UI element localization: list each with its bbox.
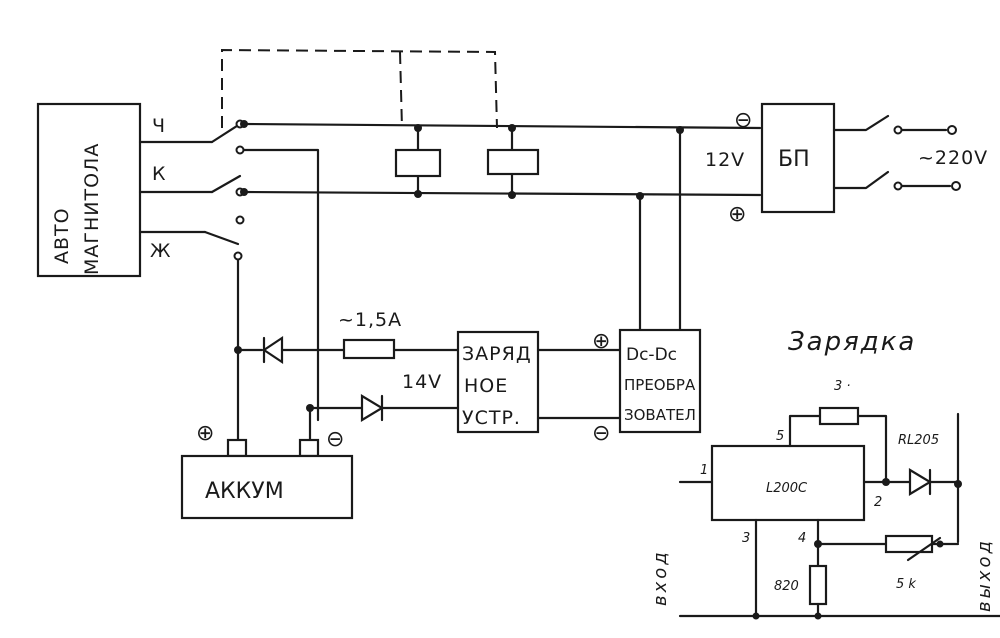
relay-coil-2 (486, 148, 540, 176)
junction-dot (414, 124, 422, 132)
diode-upper (262, 335, 284, 365)
mains-label: ~220V (918, 147, 988, 169)
dcdc-plus-sign: ⊕ (592, 329, 610, 354)
switch-3-lever (203, 230, 240, 246)
wire-switch1-to-charger (242, 148, 320, 422)
pot-label: 5 k (896, 577, 916, 592)
psu-minus-sign: ⊖ (734, 108, 752, 133)
car-radio-block (36, 102, 142, 278)
pin5-label: 5 (776, 429, 784, 444)
radio-pin-zh-label: Ж (150, 240, 171, 262)
battery-minus-sign: ⊖ (326, 427, 344, 452)
relay-coil-1 (394, 148, 442, 178)
battery-plus-sign: ⊕ (196, 421, 214, 446)
potentiometer (884, 534, 934, 554)
resistor-820 (808, 564, 828, 606)
radio-pin-k-label: К (152, 163, 167, 185)
battery-plus-terminal (226, 438, 248, 458)
wire-sense-to-out (856, 414, 888, 484)
pin1-label: 1 (700, 463, 708, 478)
charger-label-line3: УСТР. (462, 407, 521, 429)
radio-pin-ch-label: Ч (152, 115, 166, 137)
junction-dot (508, 191, 516, 199)
output-label: выход (974, 538, 995, 612)
potentiometer-wiper (906, 536, 942, 562)
charger-subtitle: Зарядка (788, 327, 916, 357)
junction-dot (882, 478, 890, 486)
battery-label: АККУМ (205, 479, 284, 504)
radio-label-line1: АВТО (51, 207, 73, 264)
charger-label-line1: ЗАРЯД (462, 343, 532, 365)
dcdc-minus-sign: ⊖ (592, 421, 610, 446)
mains-switch-bottom (832, 170, 890, 190)
mains-terminal-bottom (951, 181, 961, 191)
junction-dot (508, 124, 516, 132)
mains-switch-top (832, 114, 890, 132)
psu-plus-sign: ⊕ (728, 202, 746, 227)
relay-mechanical-link-2 (399, 51, 403, 129)
output-diode (908, 468, 933, 496)
battery-minus-terminal (298, 438, 320, 458)
input-label: вход (650, 549, 671, 606)
radio-label-line2: МАГНИТОЛА (81, 143, 103, 275)
switch-2-lever (210, 174, 242, 194)
pin3-label: 3 (742, 531, 750, 546)
fuse (342, 338, 396, 360)
charge-voltage-label: 14V (402, 371, 442, 393)
wire-second-bus (242, 190, 762, 197)
fuse-rating-label: ~1,5A (338, 309, 402, 331)
pin4-label: 4 (798, 531, 806, 546)
junction-dot (814, 612, 822, 620)
charger-block (456, 330, 540, 434)
psu-block (760, 102, 836, 214)
resistor-820-label: 820 (774, 579, 799, 594)
switch-3-contact (233, 251, 243, 261)
dcdc-label-line1: Dc-Dc (626, 345, 677, 365)
ic-label: L200C (766, 481, 808, 496)
diode-label: RL205 (898, 433, 939, 448)
psu-voltage-label: 12V (705, 149, 745, 171)
switch-1-contact-bottom (235, 145, 245, 155)
relay-mechanical-link (221, 48, 498, 129)
wire-pin5 (788, 414, 822, 448)
wire-top-bus (242, 122, 762, 130)
mains-terminal-top (947, 125, 957, 135)
psu-label: БП (778, 147, 810, 172)
dcdc-label-line2: ПРЕОБРА (624, 376, 696, 394)
junction-dot (936, 540, 944, 548)
diode-lower (360, 394, 385, 422)
charger-label-line2: НОЕ (464, 375, 508, 397)
switch-2-contact-bottom (235, 215, 245, 225)
pin2-label: 2 (874, 495, 882, 510)
ic-l200c (710, 444, 866, 522)
mains-contact (893, 181, 903, 191)
junction-dot (752, 612, 760, 620)
switch-1-lever (210, 122, 242, 144)
junction-dot (414, 190, 422, 198)
junction-dot (240, 188, 248, 196)
junction-dot (240, 120, 248, 128)
dcdc-block (618, 328, 702, 434)
mains-contact (893, 125, 903, 135)
battery-block (180, 454, 354, 520)
sense-resistor-label: 3 · (834, 379, 851, 394)
dcdc-label-line3: ЗОВАТЕЛ (624, 406, 696, 424)
sense-resistor (818, 406, 860, 426)
